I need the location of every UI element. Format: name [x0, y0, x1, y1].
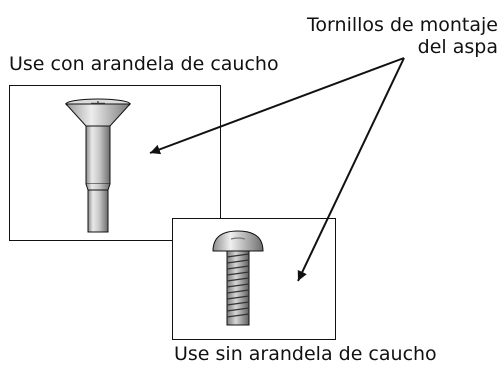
- callout-title-line1: Tornillos de montaje: [307, 14, 498, 36]
- caption-without-rubber-washer: Use sin arandela de caucho: [174, 343, 437, 365]
- callout-title-line2: del aspa: [417, 36, 498, 58]
- panel-pan-head-screw: [172, 218, 336, 340]
- pan-head-screw-icon: [212, 230, 264, 326]
- caption-with-rubber-washer: Use con arandela de caucho: [9, 53, 279, 75]
- flat-head-screw-icon: [64, 98, 132, 233]
